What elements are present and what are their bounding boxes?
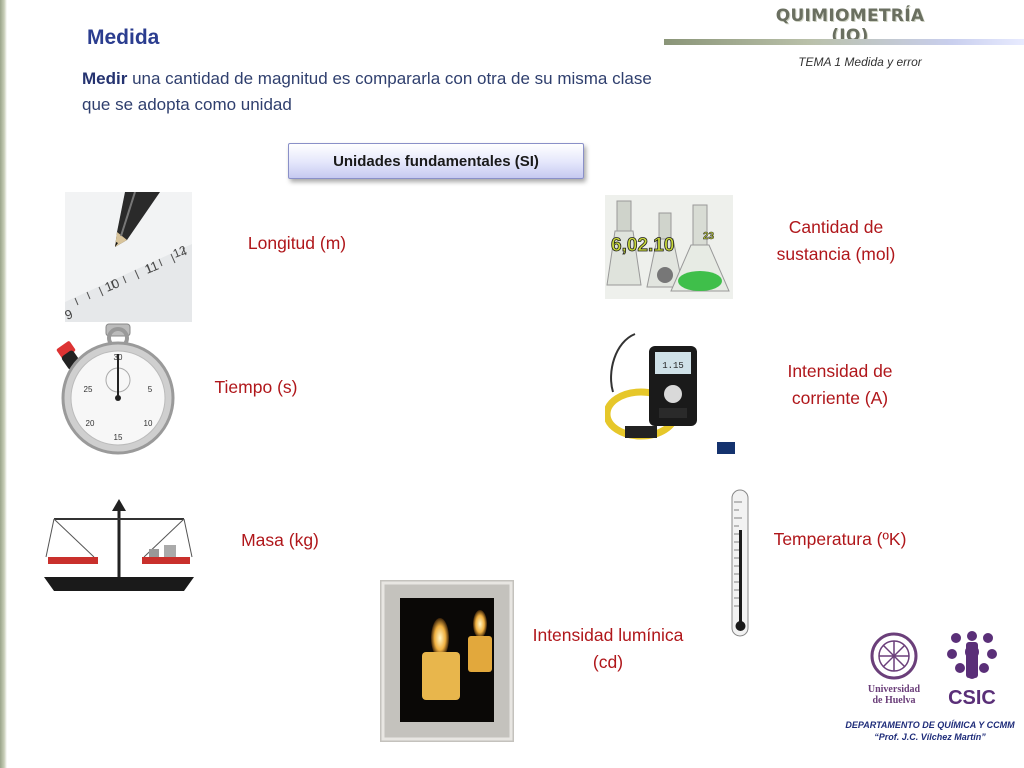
clamp-meter-image: 1.15 <box>605 322 737 456</box>
definition-text: Medir una cantidad de magnitud es compar… <box>82 66 672 118</box>
ruler-digit-10: 10 <box>103 275 122 294</box>
definition-rest: una cantidad de magnitud es compararla c… <box>82 69 652 114</box>
stopwatch-digit-20: 20 <box>86 419 95 428</box>
stopwatch-image: 30 5 25 10 20 15 <box>56 323 175 455</box>
dept-line2: “Prof. J.C. Vílchez Martín” <box>874 732 986 742</box>
unit-luminous: Intensidad lumínica (cd) <box>532 625 684 672</box>
unit-temperature: Temperatura (ºK) <box>773 529 907 549</box>
department-footer: DEPARTAMENTO DE QUÍMICA Y CCMM “Prof. J.… <box>830 719 1024 743</box>
header-rule <box>664 39 1024 45</box>
candles-image <box>380 580 514 742</box>
stopwatch-digit-10: 10 <box>144 419 153 428</box>
unit-current: Intensidad de corriente (A) <box>787 361 893 408</box>
meter-display: 1.15 <box>662 361 684 371</box>
si-units-box: Unidades fundamentales (SI) <box>288 143 584 179</box>
stopwatch-digit-5: 5 <box>148 385 153 394</box>
flasks-image: 6,02.10 23 <box>605 195 733 299</box>
ruler-digit-11: 11 <box>143 258 161 277</box>
unit-length: Longitud (m) <box>247 233 347 253</box>
stopwatch-digit-25: 25 <box>84 385 93 394</box>
thermometer-image <box>731 489 749 637</box>
unit-mass: Masa (kg) <box>241 530 319 550</box>
dept-line1: DEPARTAMENTO DE QUÍMICA Y CCMM <box>845 720 1015 730</box>
topic-label: TEMA 1 Medida y error <box>798 55 922 69</box>
avogadro-number: 6,02.10 <box>611 235 674 256</box>
balance-scale-image <box>44 497 194 593</box>
uhu-line1: Universidad <box>868 684 921 695</box>
left-accent-bar <box>0 0 7 768</box>
csic-logo: CSIC <box>947 631 997 708</box>
ruler-pencil-image: 9 10 11 12 <box>65 192 192 322</box>
ruler-digit-9: 9 <box>65 306 75 322</box>
avogadro-exponent: 23 <box>703 231 715 242</box>
definition-bold: Medir <box>82 69 128 88</box>
unit-time: Tiempo (s) <box>214 377 298 397</box>
ruler-digit-12: 12 <box>171 243 189 261</box>
uhu-line2: de Huelva <box>872 695 915 706</box>
stopwatch-digit-15: 15 <box>114 433 123 442</box>
unit-amount: Cantidad de sustancia (mol) <box>776 217 896 264</box>
slide-title: Medida <box>87 26 160 49</box>
csic-text: CSIC <box>948 687 996 708</box>
uhu-logo: Universidad de Huelva <box>868 632 921 706</box>
